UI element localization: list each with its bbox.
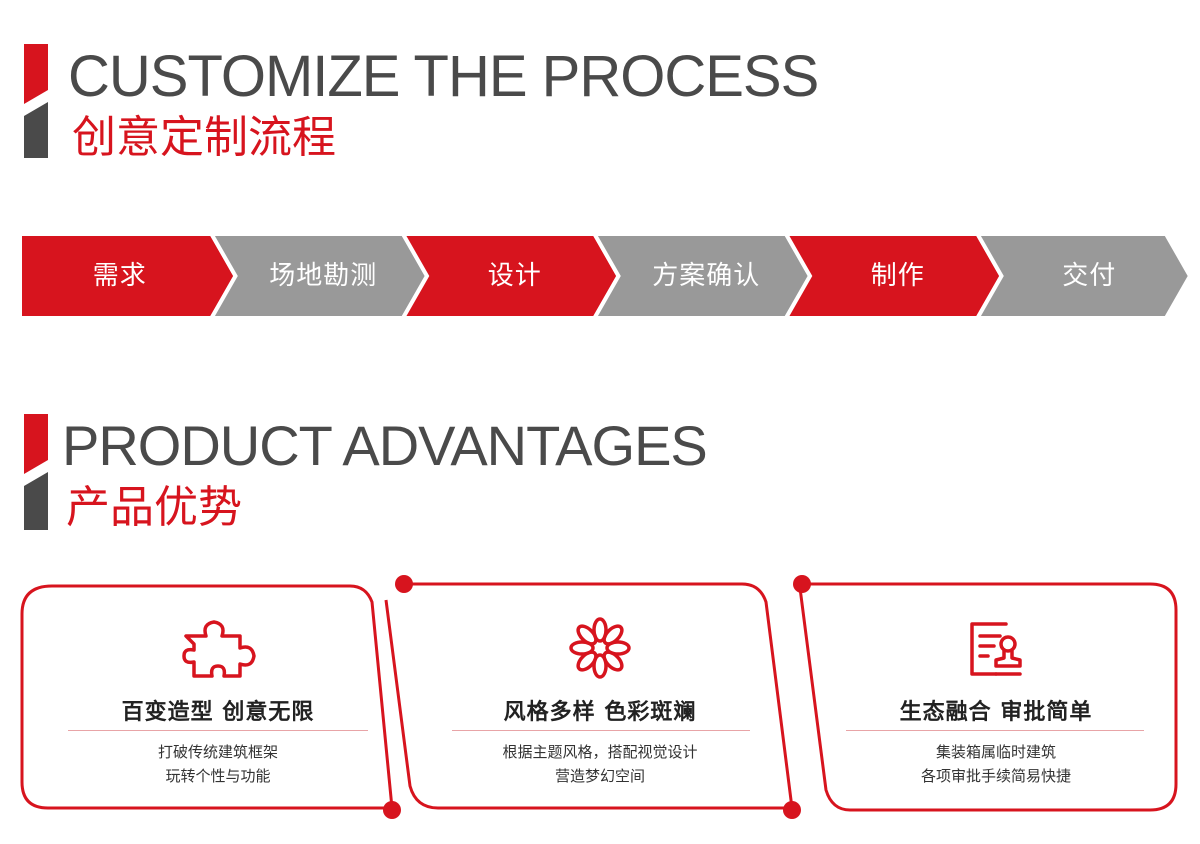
- card-divider: [68, 730, 368, 731]
- process-steps: 需求 场地勘测 设计 方案确认 制作 交付: [18, 232, 1193, 320]
- card-title-2: 风格多样 色彩斑斓: [503, 700, 697, 725]
- card-frame-3: [798, 582, 1178, 812]
- card-divider: [846, 730, 1144, 731]
- asterisk-flower-icon: [569, 617, 631, 679]
- card-title-1: 百变造型 创意无限: [121, 700, 315, 725]
- connector-dot: [383, 801, 401, 819]
- process-title-zh: 创意定制流程: [72, 112, 336, 163]
- card-desc-3-line-1: 集装箱属临时建筑: [935, 743, 1056, 761]
- card-title-3: 生态融合 审批简单: [899, 700, 1093, 725]
- card-frames: [20, 575, 1178, 819]
- connector-dot: [395, 575, 413, 593]
- advantages-section-header: PRODUCT ADVANTAGES 产品优势: [24, 414, 824, 534]
- process-step-label: 方案确认: [652, 261, 761, 291]
- process-step-label: 需求: [92, 261, 147, 291]
- card-desc-2-line-1: 根据主题风格，搭配视觉设计: [502, 743, 698, 761]
- process-title-en: CUSTOMIZE THE PROCESS: [68, 44, 819, 109]
- process-step-label: 场地勘测: [269, 261, 378, 291]
- card-desc-1-line-2: 玩转个性与功能: [165, 767, 271, 785]
- process-section-header: CUSTOMIZE THE PROCESS 创意定制流程: [24, 44, 824, 164]
- card-desc-1-line-1: 打破传统建筑框架: [157, 743, 278, 761]
- process-arrows: [18, 232, 1193, 320]
- advantages-title-zh: 产品优势: [66, 482, 242, 533]
- connector-dot: [783, 801, 801, 819]
- card-desc-3-line-2: 各项审批手续简易快捷: [920, 767, 1071, 785]
- section-marker-icon: [24, 44, 48, 158]
- card-divider: [452, 730, 750, 731]
- puzzle-icon: [182, 620, 256, 678]
- card-desc-2-line-2: 营造梦幻空间: [554, 767, 645, 785]
- connector-dot: [793, 575, 811, 593]
- advantages-title-en: PRODUCT ADVANTAGES: [62, 414, 708, 477]
- section-marker-icon: [24, 414, 48, 530]
- process-step-label: 交付: [1062, 261, 1117, 291]
- approval-document-icon: [970, 622, 1022, 676]
- process-step-label: 设计: [487, 261, 542, 291]
- advantage-cards: 百变造型 创意无限 打破传统建筑框架 玩转个性与功能 风格多样 色彩斑斓 根据主…: [0, 570, 1200, 830]
- card-frame-1: [20, 584, 394, 810]
- process-step-label: 制作: [870, 261, 925, 291]
